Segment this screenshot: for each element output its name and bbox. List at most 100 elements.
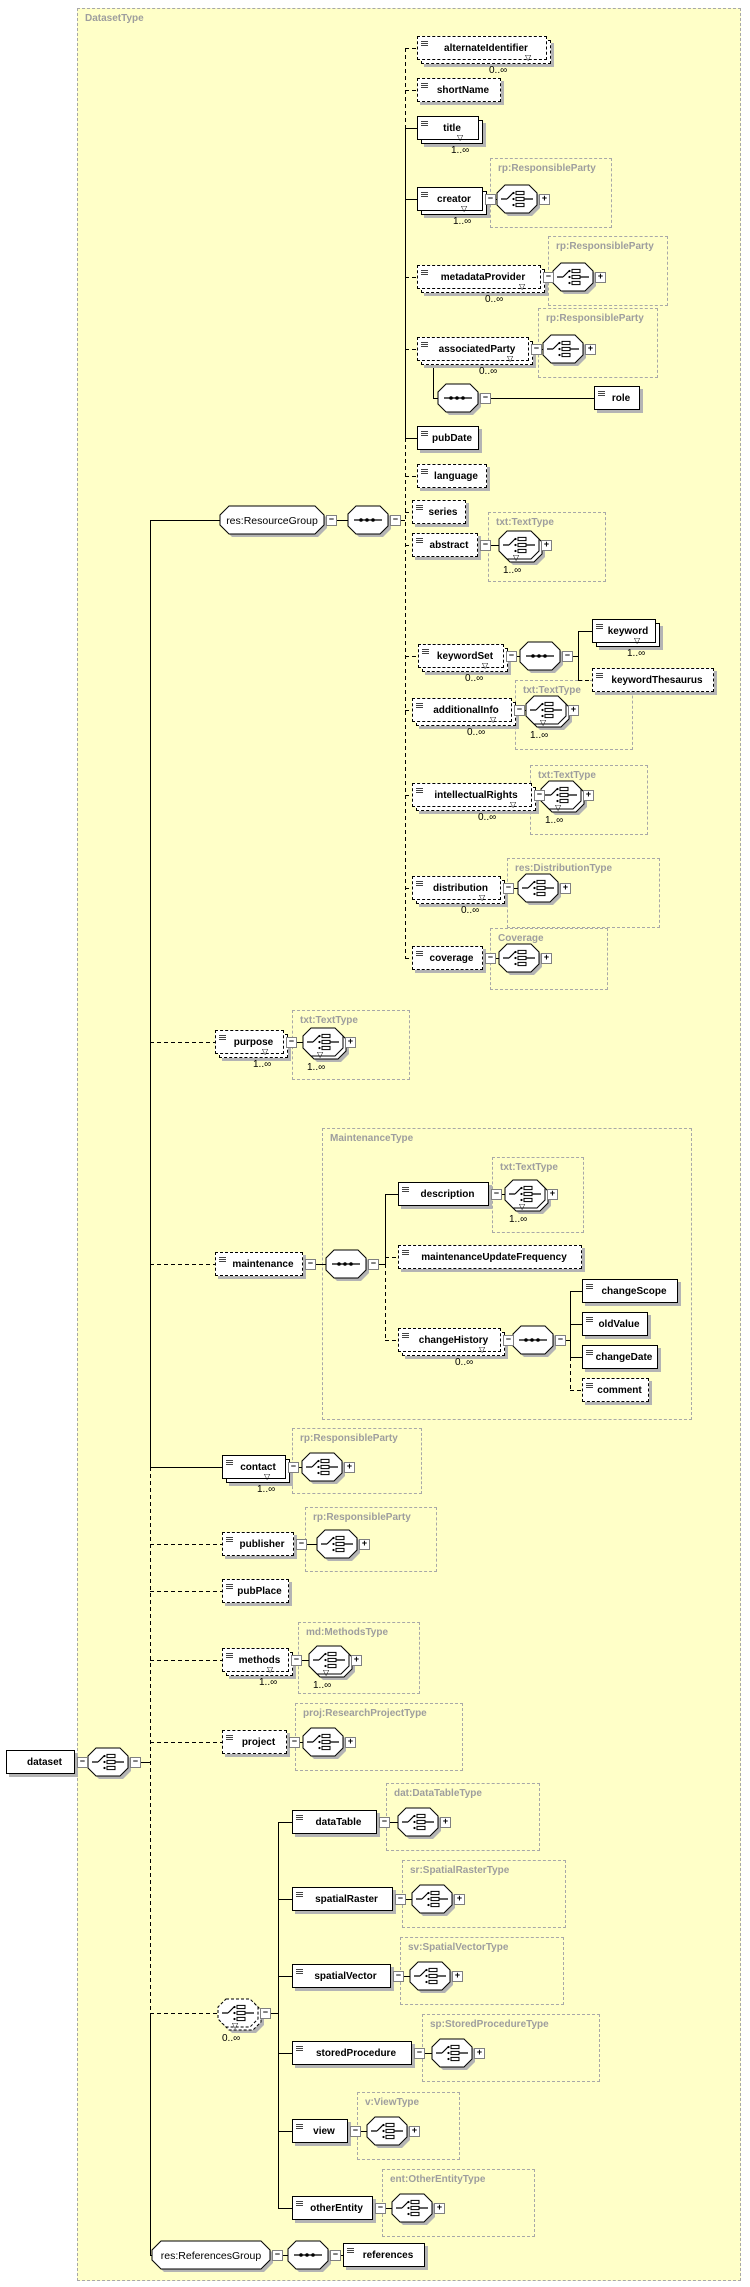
element-change-history[interactable]: changeHistory <box>398 1328 505 1356</box>
expand-button-metadata-provider-content[interactable]: + <box>595 272 606 283</box>
element-project[interactable]: project <box>222 1730 287 1754</box>
collapse-button-purpose[interactable]: − <box>286 1037 297 1048</box>
element-keyword-thesaurus[interactable]: keywordThesaurus <box>592 668 714 692</box>
element-stored-procedure[interactable]: storedProcedure <box>292 2041 412 2065</box>
element-box[interactable]: distribution <box>412 876 501 900</box>
element-box[interactable]: project <box>222 1730 287 1754</box>
compositor-seq-icon-change-history-seq[interactable] <box>512 1325 565 1368</box>
element-comment[interactable]: comment <box>582 1378 649 1402</box>
group-references-group[interactable]: res:ReferencesGroup <box>151 2240 276 2275</box>
element-box[interactable]: pubPlace <box>222 1579 289 1603</box>
collapse-button-resource-group[interactable]: − <box>326 515 337 526</box>
element-box[interactable]: spatialVector <box>292 1964 391 1988</box>
element-maintenance[interactable]: maintenance <box>215 1252 303 1276</box>
compositor-choice-icon-description-content[interactable] <box>504 1179 557 1222</box>
expand-button-coverage-content[interactable]: + <box>541 953 552 964</box>
collapse-button-spatial-vector[interactable]: − <box>393 1971 404 1982</box>
element-change-date[interactable]: changeDate <box>582 1345 658 1369</box>
element-box[interactable]: maintenance <box>215 1252 303 1276</box>
element-abstract[interactable]: abstract <box>412 533 478 557</box>
element-box[interactable]: series <box>412 500 466 524</box>
collapse-button-description[interactable]: − <box>491 1189 502 1200</box>
expand-button-abstract-content[interactable]: + <box>541 540 552 551</box>
element-pub-date[interactable]: pubDate <box>417 426 479 450</box>
element-keyword-set[interactable]: keywordSet <box>418 644 508 672</box>
compositor-choice-icon-publisher-content[interactable] <box>316 1529 369 1572</box>
expand-button-creator-content[interactable]: + <box>539 194 550 205</box>
element-series[interactable]: series <box>412 500 466 524</box>
element-box[interactable]: comment <box>582 1378 649 1402</box>
element-publisher[interactable]: publisher <box>222 1532 294 1556</box>
expand-button-spatial-raster-content[interactable]: + <box>454 1894 465 1905</box>
element-box[interactable]: title <box>417 116 479 140</box>
compositor-choice-icon-other-entity-content[interactable] <box>391 2193 444 2236</box>
element-box[interactable]: alternateIdentifier <box>417 36 547 60</box>
collapse-button-keyword-set[interactable]: − <box>506 651 517 662</box>
collapse-button-distribution[interactable]: − <box>503 883 514 894</box>
compositor-choice-icon-associated-party-content[interactable] <box>542 334 595 377</box>
compositor-choice-icon-metadata-provider-content[interactable] <box>552 262 605 305</box>
collapse-button-change-history[interactable]: − <box>503 1335 514 1346</box>
element-box[interactable]: methods <box>222 1648 289 1672</box>
collapse-button-keyword-set-seq[interactable]: − <box>562 651 573 662</box>
element-coverage[interactable]: coverage <box>412 946 483 970</box>
expand-button-publisher-content[interactable]: + <box>359 1539 370 1550</box>
collapse-button-resource-group-seq[interactable]: − <box>390 515 401 526</box>
element-title[interactable]: title <box>417 116 483 144</box>
collapse-button-associated-party[interactable]: − <box>531 344 542 355</box>
element-view[interactable]: view <box>292 2119 348 2143</box>
compositor-choice-icon-coverage-content[interactable] <box>498 943 551 986</box>
element-box[interactable]: view <box>292 2119 348 2143</box>
element-intellectual-rights[interactable]: intellectualRights <box>412 783 536 811</box>
element-box[interactable]: changeDate <box>582 1345 658 1369</box>
element-distribution[interactable]: distribution <box>412 876 505 904</box>
compositor-choice-icon-dataset-choice[interactable] <box>87 1747 140 1790</box>
element-box[interactable]: contact <box>222 1455 286 1479</box>
compositor-choice-icon-additional-info-content[interactable] <box>525 695 578 738</box>
collapse-button-entity-choice[interactable]: − <box>260 2008 271 2019</box>
element-box[interactable]: changeScope <box>582 1279 678 1303</box>
expand-button-spatial-vector-content[interactable]: + <box>452 1971 463 1982</box>
compositor-seq-icon-maintenance-seq[interactable] <box>325 1249 378 1292</box>
element-box[interactable]: description <box>398 1182 489 1206</box>
collapse-button-project[interactable]: − <box>289 1737 300 1748</box>
collapse-button-references-group[interactable]: − <box>272 2250 283 2261</box>
collapse-button-spatial-raster[interactable]: − <box>395 1894 406 1905</box>
element-box[interactable]: changeHistory <box>398 1328 501 1352</box>
element-spatial-vector[interactable]: spatialVector <box>292 1964 391 1988</box>
element-alternate-identifier[interactable]: alternateIdentifier <box>417 36 551 64</box>
element-pub-place[interactable]: pubPlace <box>222 1579 289 1603</box>
collapse-button-intellectual-rights[interactable]: − <box>534 790 545 801</box>
element-box[interactable]: creator <box>417 187 483 211</box>
collapse-button-metadata-provider[interactable]: − <box>543 272 554 283</box>
element-contact[interactable]: contact <box>222 1455 290 1483</box>
expand-button-methods-content[interactable]: + <box>351 1655 362 1666</box>
collapse-button-methods[interactable]: − <box>291 1655 302 1666</box>
expand-button-purpose-content[interactable]: + <box>345 1037 356 1048</box>
collapse-button-other-entity[interactable]: − <box>375 2203 386 2214</box>
collapse-button-maintenance-seq[interactable]: − <box>368 1259 379 1270</box>
compositor-seq-icon-resource-group-seq[interactable] <box>347 505 400 548</box>
element-box[interactable]: maintenanceUpdateFrequency <box>398 1245 582 1269</box>
element-box[interactable]: keyword <box>592 619 656 643</box>
compositor-choice-icon-entity-choice[interactable] <box>217 1998 270 2041</box>
expand-button-description-content[interactable]: + <box>547 1189 558 1200</box>
compositor-choice-icon-view-content[interactable] <box>366 2116 419 2159</box>
collapse-button-creator[interactable]: − <box>485 194 496 205</box>
element-box[interactable]: publisher <box>222 1532 294 1556</box>
compositor-choice-icon-contact-content[interactable] <box>301 1452 354 1495</box>
element-associated-party[interactable]: associatedParty <box>417 337 533 365</box>
element-box[interactable]: spatialRaster <box>292 1887 393 1911</box>
expand-button-data-table-content[interactable]: + <box>440 1817 451 1828</box>
group-resource-group[interactable]: res:ResourceGroup <box>219 505 330 540</box>
element-keyword[interactable]: keyword <box>592 619 660 647</box>
expand-button-contact-content[interactable]: + <box>344 1462 355 1473</box>
compositor-choice-icon-purpose-content[interactable] <box>302 1027 355 1070</box>
collapse-button-change-history-seq[interactable]: − <box>555 1335 566 1346</box>
element-language[interactable]: language <box>417 464 487 488</box>
collapse-button-dataset-choice[interactable]: − <box>130 1757 141 1768</box>
expand-button-other-entity-content[interactable]: + <box>434 2203 445 2214</box>
compositor-choice-icon-creator-content[interactable] <box>496 184 549 227</box>
compositor-choice-icon-project-content[interactable] <box>302 1727 355 1770</box>
compositor-seq-icon-references-group-seq[interactable] <box>287 2240 340 2283</box>
